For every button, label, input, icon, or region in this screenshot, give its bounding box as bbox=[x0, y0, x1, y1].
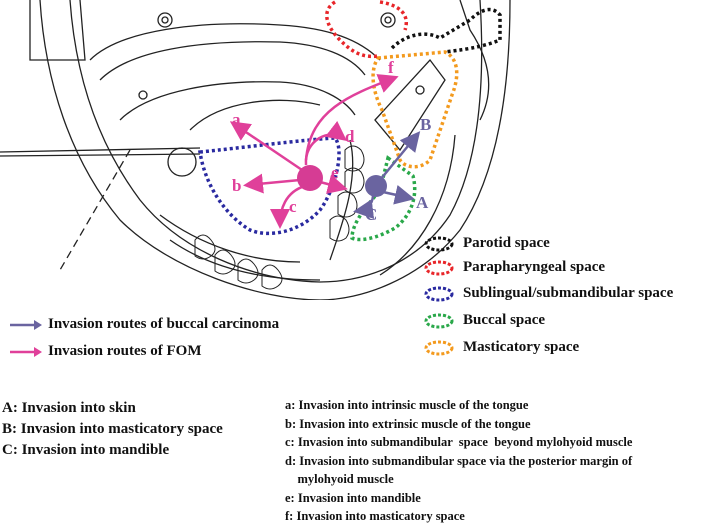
legend-label: Buccal space bbox=[463, 312, 546, 328]
arrow-icon bbox=[10, 346, 42, 357]
route-description: e: Invasion into mandible bbox=[285, 490, 421, 505]
route-description: B: Invasion into masticatory space bbox=[2, 421, 223, 437]
route-description: mylohyoid muscle bbox=[285, 472, 394, 486]
parotid-space-outline bbox=[390, 7, 502, 54]
buccal-route-descriptions: A: Invasion into skin B: Invasion into m… bbox=[2, 398, 223, 461]
route-description: b: Invasion into extrinsic muscle of the… bbox=[285, 416, 531, 431]
label-f: f bbox=[388, 58, 394, 77]
label-A: A bbox=[416, 193, 429, 212]
route-description: c: Invasion into submandibular space bey… bbox=[285, 435, 633, 449]
label-b: b bbox=[232, 176, 241, 195]
legend-masticatory: Masticatory space bbox=[423, 339, 579, 356]
route-description: f: Invasion into masticatory space bbox=[285, 509, 465, 523]
sublingual-submandibular-space-outline bbox=[197, 136, 341, 236]
legend-label: Sublingual/submandibular space bbox=[463, 285, 674, 301]
buccal-tumor bbox=[365, 175, 387, 197]
route-B-arrow bbox=[379, 131, 421, 181]
anatomy-diagram: a b c d e f A B C bbox=[0, 0, 511, 300]
label-C: C bbox=[365, 205, 377, 224]
route-c-arrow bbox=[270, 184, 306, 229]
route-f-arrow bbox=[304, 74, 399, 161]
masticatory-space-outline bbox=[371, 50, 459, 169]
legend-sublingual: Sublingual/submandibular space bbox=[423, 285, 673, 302]
legend-buccal: Buccal space bbox=[423, 312, 545, 329]
legend-label: Parotid space bbox=[463, 235, 550, 251]
route-description: d: Invasion into submandibular space via… bbox=[285, 453, 633, 468]
buccal-space-outline bbox=[350, 155, 417, 242]
route-b-arrow bbox=[243, 173, 301, 194]
legend-label: Invasion routes of buccal carcinoma bbox=[48, 316, 280, 332]
route-C-arrow bbox=[353, 195, 375, 220]
parapharyngeal-space-outline bbox=[325, 0, 408, 59]
label-c: c bbox=[289, 197, 297, 216]
arrow-icon bbox=[10, 319, 42, 330]
route-description: C: Invasion into mandible bbox=[2, 442, 170, 458]
route-e-arrow bbox=[319, 174, 348, 194]
legend-parapharyngeal: Parapharyngeal space bbox=[423, 259, 605, 276]
legend-buccal-routes: Invasion routes of buccal carcinoma bbox=[8, 316, 279, 333]
route-description: A: Invasion into skin bbox=[2, 400, 136, 416]
legend-fom-routes: Invasion routes of FOM bbox=[8, 343, 201, 360]
legend-label: Invasion routes of FOM bbox=[48, 343, 202, 359]
legend-label: Masticatory space bbox=[463, 339, 580, 355]
label-a: a bbox=[232, 110, 241, 129]
label-e: e bbox=[331, 163, 339, 182]
legend-label: Parapharyngeal space bbox=[463, 259, 606, 275]
legend-parotid: Parotid space bbox=[423, 235, 550, 252]
fom-tumor bbox=[297, 165, 323, 191]
route-a-arrow bbox=[229, 121, 306, 174]
label-d: d bbox=[345, 127, 355, 146]
fom-route-descriptions: a: Invasion into intrinsic muscle of the… bbox=[285, 396, 632, 526]
route-description: a: Invasion into intrinsic muscle of the… bbox=[285, 398, 529, 412]
label-B: B bbox=[420, 115, 431, 134]
route-A-arrow bbox=[382, 184, 415, 205]
anatomy-outline bbox=[0, 0, 511, 300]
